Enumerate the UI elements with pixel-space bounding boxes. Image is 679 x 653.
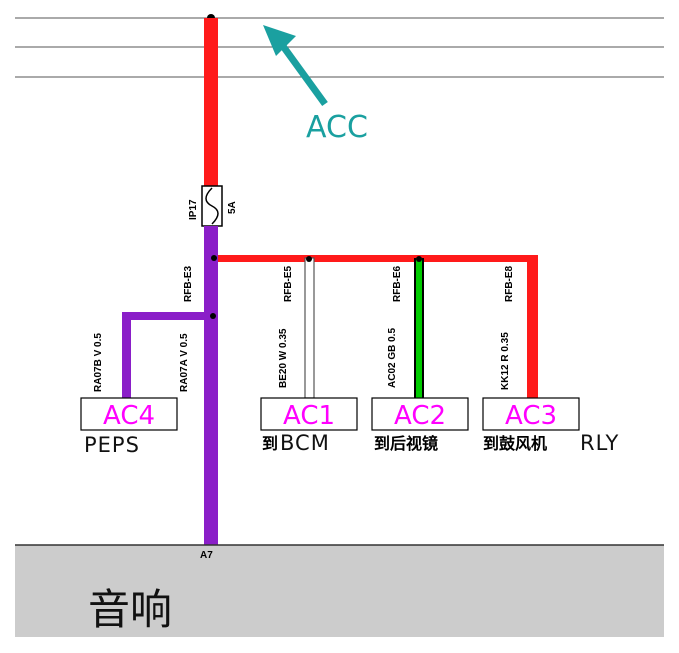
peps-vertical-wire <box>122 312 131 398</box>
ac1-box-label: AC1 <box>283 401 335 431</box>
acc-arrow-shaft <box>277 39 328 107</box>
ac2-connector-label: RFB-E6 <box>392 265 403 302</box>
purple-trunk-wire <box>204 226 218 546</box>
module-block <box>15 545 664 637</box>
acc-label: ACC <box>306 110 368 145</box>
module-name: 音响 <box>88 585 172 634</box>
peps-dest-label: PEPS <box>84 433 140 457</box>
ac2-wire <box>416 258 422 398</box>
ac3-box <box>482 397 580 431</box>
fuse-rating: 5A <box>227 201 238 214</box>
ac3-wire <box>527 255 538 398</box>
ac1-connector-dot <box>306 256 312 262</box>
ac2-wire-label: AC02 GB 0.5 <box>387 328 398 388</box>
acc-arrow-head <box>263 25 296 56</box>
trunk-connector-label: RFB-E3 <box>183 265 194 302</box>
ac2-box <box>371 397 469 431</box>
ac1-connector-label: RFB-E5 <box>283 265 294 302</box>
ac3-connector-label: RFB-E8 <box>504 265 515 302</box>
module-pin-label: A7 <box>200 550 213 561</box>
ac3-wire-label: KK12 R 0.35 <box>500 332 511 390</box>
ac3-dest-label: 到鼓风机 <box>483 434 547 453</box>
feed-junction-dot <box>211 255 217 261</box>
ac1-wire <box>304 257 315 399</box>
ac3-dest-suffix: RLY <box>580 431 619 455</box>
peps-branch-wire-label: RA07B V 0.5 <box>93 333 104 392</box>
ac1-wire-label: BE20 W 0.35 <box>278 328 289 388</box>
fuse-id: IP17 <box>188 199 199 220</box>
red-trunk-wire <box>204 18 218 186</box>
peps-trunk-wire-label: RA07A V 0.5 <box>179 333 190 392</box>
fuse-symbol <box>205 187 219 225</box>
ac1-box <box>260 397 358 431</box>
ac2-box-label: AC2 <box>394 401 446 431</box>
ac4-box-label: AC4 <box>103 401 155 431</box>
ac3-box-label: AC3 <box>505 401 557 431</box>
peps-horizontal-wire <box>122 312 208 320</box>
ac4-box <box>80 397 178 431</box>
peps-junction-dot <box>210 313 216 319</box>
ac2-dest-label: 到后视镜 <box>374 434 438 453</box>
ac1-dest-prefix: 到 <box>262 434 278 453</box>
red-feed-wire <box>218 255 534 262</box>
ac2-connector-dot <box>416 256 422 262</box>
ac1-dest-label: BCM <box>280 431 330 455</box>
